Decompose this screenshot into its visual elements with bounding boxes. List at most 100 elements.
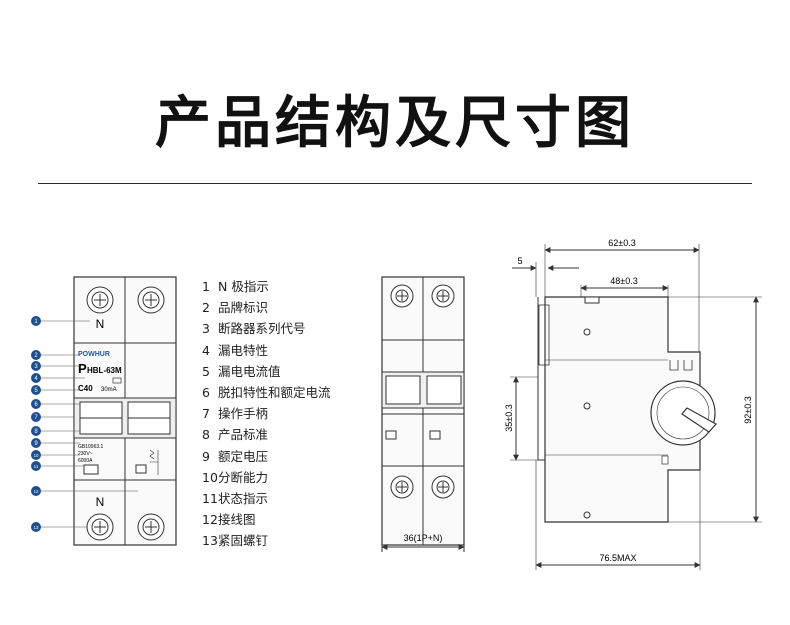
- screw-icon: [86, 513, 114, 541]
- legend-item: 3 断路器系列代号: [202, 318, 331, 339]
- standard-label: GB10963.1: [78, 444, 104, 450]
- screw-icon: [390, 475, 414, 499]
- wiring-diagram-icon: [149, 449, 159, 475]
- voltage-label: 230V~: [78, 451, 93, 457]
- legend-list: 1 N 极指示 2 品牌标识 3 断路器系列代号 4 漏电特性 5 漏电电流值 6 脱扣特性和额定电流…: [202, 276, 331, 551]
- callout-9: 9: [31, 438, 80, 448]
- front-view: N POWHUR P HBL-63M C40 30mA GB10963.1 23…: [73, 276, 177, 546]
- legend-item: 9 额定电压: [202, 446, 331, 467]
- legend-item-number: 10: [202, 469, 218, 485]
- callout-1: 1: [31, 316, 90, 326]
- rail-height-dimension: 35±0.3: [504, 404, 514, 431]
- handle-lever-icon: [681, 407, 717, 433]
- breaking-label: 6000A: [78, 458, 93, 464]
- callout-number: 4: [34, 376, 38, 382]
- callout-number: 13: [33, 525, 39, 530]
- legend-item-label: 脱扣特性和额定电流: [218, 384, 331, 400]
- model-label: HBL-63M: [87, 366, 122, 375]
- legend-item: 12接线图: [202, 509, 331, 530]
- legend-item-number: 2: [202, 300, 210, 316]
- callout-6: 6: [31, 399, 80, 409]
- legend-item-number: 9: [202, 448, 210, 464]
- leak-current-label: 30mA: [101, 387, 117, 393]
- screw-icon: [86, 286, 114, 314]
- total-height-dimension: 92±0.3: [743, 396, 753, 423]
- callout-number: 7: [34, 415, 38, 421]
- callout-13: 13: [31, 522, 87, 532]
- screw-icon: [431, 475, 455, 499]
- callout-2: 2: [31, 350, 80, 360]
- legend-item-label: 产品标准: [218, 427, 269, 443]
- legend-item-number: 12: [202, 512, 218, 528]
- callout-number: 10: [33, 453, 39, 458]
- callout-number: 11: [34, 464, 39, 469]
- legend-item: 2 品牌标识: [202, 297, 331, 318]
- screw-icon: [137, 513, 165, 541]
- legend-item: 1 N 极指示: [202, 276, 331, 297]
- legend-item-label: 操作手柄: [218, 406, 269, 422]
- callout-7: 7: [31, 412, 74, 422]
- legend-item-label: 漏电特性: [218, 342, 269, 358]
- callout-number: 2: [34, 353, 38, 359]
- callout-number: 1: [34, 319, 38, 325]
- side-view: 36(1P+N): [381, 276, 465, 552]
- legend-item-number: 4: [202, 342, 210, 358]
- legend-item-label: 紧固螺钉: [218, 533, 269, 549]
- n-pole-top-label: N: [96, 317, 105, 331]
- legend-item-number: 6: [202, 384, 210, 400]
- callout-number: 8: [34, 429, 38, 435]
- callout-number: 5: [34, 388, 38, 394]
- legend-item-label: N 极指示: [218, 279, 269, 294]
- callout-number: 6: [34, 402, 38, 408]
- offset-dimension: 5: [517, 256, 522, 266]
- legend-item: 13紧固螺钉: [202, 530, 331, 551]
- brand-logo: POWHUR: [78, 351, 110, 358]
- callout-number: 9: [34, 441, 38, 447]
- side-width-dimension: 36(1P+N): [404, 533, 443, 543]
- legend-item: 7 操作手柄: [202, 403, 331, 424]
- screw-icon: [431, 284, 455, 308]
- total-width-dimension: 62±0.3: [608, 238, 635, 248]
- callout-5: 5: [31, 385, 80, 395]
- legend-item-number: 11: [202, 490, 218, 506]
- legend-item-label: 品牌标识: [218, 300, 269, 316]
- callout-number: 12: [33, 489, 39, 494]
- legend-item-label: 分断能力: [218, 469, 269, 485]
- legend-item-label: 漏电电流值: [218, 363, 281, 379]
- callout-number: 3: [34, 364, 38, 370]
- legend-item: 8 产品标准: [202, 424, 331, 445]
- callout-11: 11: [31, 461, 84, 471]
- legend-item: 11状态指示: [202, 488, 331, 509]
- profile-view: 62±0.3 5 48±0.3 35±0.3 92±0.3 76.5MAX: [504, 238, 762, 570]
- legend-item-label: 额定电压: [218, 448, 269, 464]
- legend-item-label: 状态指示: [218, 490, 269, 506]
- legend-item-label: 断路器系列代号: [218, 321, 306, 337]
- callout-3: 3: [31, 361, 80, 371]
- legend-item-number: 8: [202, 427, 210, 443]
- callout-8: 8: [31, 426, 80, 436]
- legend-item-number: 1: [202, 279, 210, 294]
- legend-item: 10分断能力: [202, 467, 331, 488]
- n-pole-bottom-label: N: [96, 495, 105, 509]
- legend-item-number: 13: [202, 533, 218, 549]
- inner-width-dimension: 48±0.3: [610, 276, 637, 286]
- callout-10: 10: [31, 450, 80, 460]
- title-divider: [38, 183, 752, 184]
- legend-item-number: 5: [202, 363, 210, 379]
- legend-item: 6 脱扣特性和额定电流: [202, 382, 331, 403]
- screw-icon: [390, 284, 414, 308]
- rating-label: C40: [78, 384, 93, 393]
- legend-item-number: 7: [202, 406, 210, 422]
- legend-item: 5 漏电电流值: [202, 361, 331, 382]
- legend-item: 4 漏电特性: [202, 340, 331, 361]
- legend-item-label: 接线图: [218, 512, 256, 528]
- depth-dimension: 76.5MAX: [599, 553, 636, 563]
- page-title: 产品结构及尺寸图: [155, 91, 635, 156]
- callout-4: 4: [31, 373, 85, 383]
- callout-12: 12: [31, 486, 138, 496]
- screw-icon: [137, 286, 165, 314]
- legend-item-number: 3: [202, 321, 210, 337]
- model-prefix: P: [78, 361, 87, 376]
